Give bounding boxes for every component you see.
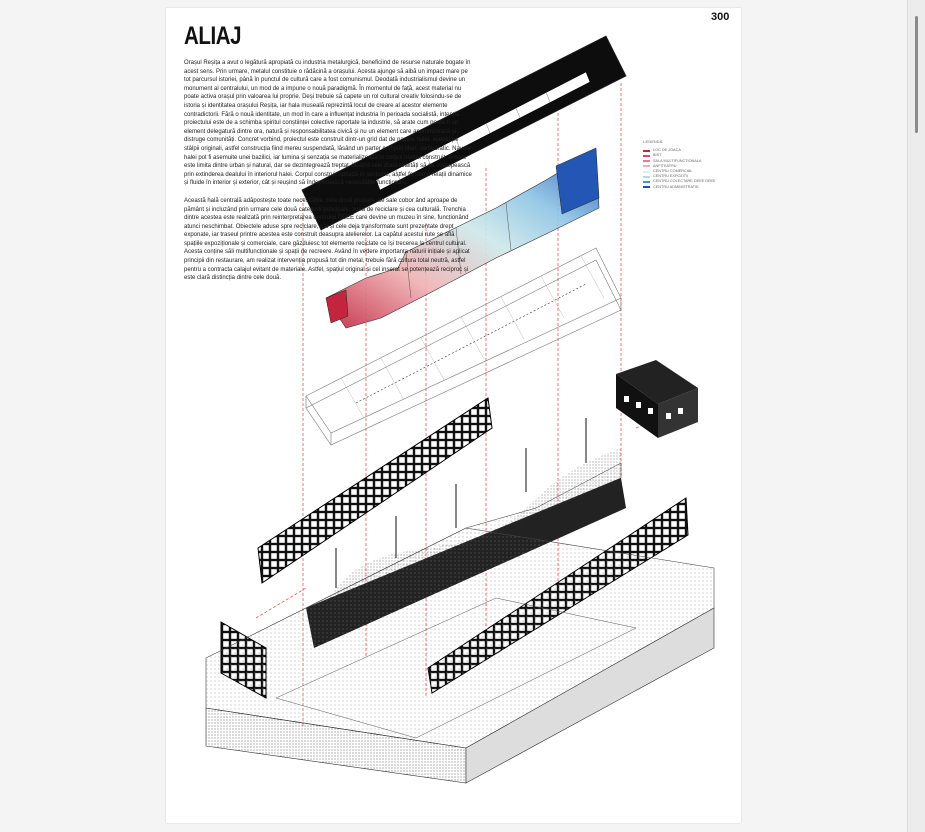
legend-label: SALA MULTIFUNCTIONALA (653, 158, 702, 163)
facade-left (257, 397, 493, 584)
legend-item: LOC DE JOACA (643, 148, 716, 153)
legend-title: LEGENDĂ (643, 139, 663, 144)
legend-swatch (643, 155, 650, 157)
structure-frame-layer (305, 247, 622, 446)
page-number: 300 (711, 11, 730, 23)
legend-label: CENTRU ADMINISTRATIE (653, 184, 699, 189)
annex-block (616, 360, 698, 438)
legend-item: CENTRU COLECTARE DEEE DEEE (643, 179, 716, 184)
legend: LEGENDĂ LOC DE JOACA BIST SALA MULTIFUNC… (643, 139, 716, 190)
scrollbar-thumb[interactable] (915, 16, 918, 133)
legend-item: CENTRU EXPOZITII (643, 174, 716, 179)
legend-label: CENTRU COMERCIAL (653, 169, 693, 174)
legend-label: CENTRU COLECTARE DEEE DEEE (653, 179, 716, 184)
legend-label: CENTRU EXPOZITII (653, 174, 689, 179)
legend-swatch (643, 181, 650, 184)
legend-swatch (643, 160, 650, 163)
legend-item: SALA MULTIFUNCTIONALA (643, 159, 716, 164)
description-paragraph-2: Această hală centrală adăpostește toate … (184, 197, 470, 282)
roof-layer (301, 35, 627, 231)
legend-label: BIST (653, 153, 662, 158)
legend-item: BIST (643, 153, 716, 158)
legend-item: CENTRU COMERCIAL (643, 169, 716, 174)
legend-swatch (643, 170, 650, 173)
description-paragraph-1: Orașul Reșița a avut o legătură apropiat… (184, 60, 472, 187)
legend-swatch (643, 186, 650, 189)
page-title: ALIAJ (184, 22, 242, 50)
program-volume-layer (325, 147, 600, 329)
legend-label: LOC DE JOACA (653, 148, 681, 153)
legend-swatch (643, 165, 650, 168)
legend-swatch (643, 175, 650, 178)
scrollbar-track[interactable] (907, 0, 925, 832)
document-page: 300 ALIAJ (166, 8, 741, 823)
exploded-axonometric-drawing (205, 35, 715, 784)
legend-item: CENTRU ADMINISTRATIE (643, 185, 716, 190)
legend-label: ANFITEATRU (653, 163, 677, 168)
landscape-base (205, 527, 715, 784)
description-text: Orașul Reșița a avut o legătură apropiat… (184, 59, 474, 283)
legend-item: ANFITEATRU (643, 164, 716, 169)
legend-swatch (643, 149, 650, 152)
